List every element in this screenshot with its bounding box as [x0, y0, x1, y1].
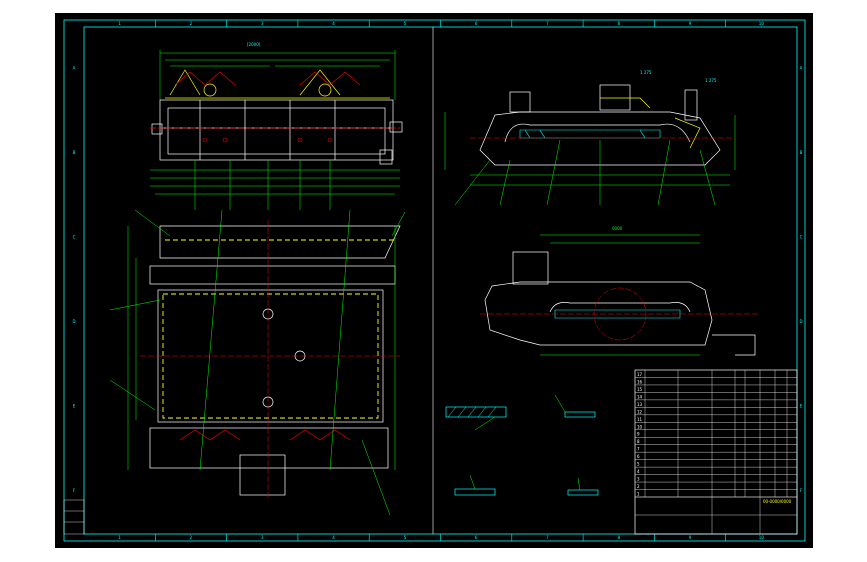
side-section-view: 1 275 1 275	[444, 70, 736, 206]
zone-label-right: D	[799, 319, 802, 324]
side-view-label-1: 1 275	[640, 70, 652, 75]
plan-view	[109, 209, 406, 516]
zone-label-bottom: 7	[546, 535, 549, 540]
zone-label-right: C	[800, 234, 803, 239]
front-view: [2000]	[150, 42, 403, 210]
zone-label-bottom: 3	[261, 535, 264, 540]
zone-label-top: 7	[546, 21, 549, 26]
front-view-title: [2000]	[247, 42, 261, 47]
detail-view: 0000	[480, 226, 760, 356]
zone-label-bottom: 5	[404, 535, 407, 540]
bom-row-number: 1	[637, 492, 640, 497]
zone-label-top: 4	[332, 21, 335, 26]
zone-label-bottom: 4	[332, 535, 335, 540]
zone-label-top: 10	[759, 21, 765, 26]
zone-label-left: B	[73, 150, 76, 155]
side-view-label-2: 1 275	[705, 78, 717, 83]
bom-row-number: 11	[637, 417, 643, 422]
zone-label-top: 9	[689, 21, 692, 26]
zone-label-top: 3	[261, 21, 264, 26]
zone-label-top: 6	[475, 21, 478, 26]
bom-row-number: 2	[637, 484, 640, 489]
small-detail-views	[445, 394, 599, 496]
zone-label-right: A	[800, 65, 803, 70]
bom-row-number: 5	[637, 462, 640, 467]
bom-row-number: 3	[637, 477, 640, 482]
zone-label-left: D	[72, 319, 75, 324]
zone-label-left: A	[73, 65, 76, 70]
zone-label-top: 2	[190, 21, 193, 26]
zone-label-bottom: 1	[118, 535, 121, 540]
detail-view-label: 0000	[612, 226, 623, 231]
bom-row-number: 13	[637, 402, 643, 407]
zone-label-right: E	[800, 403, 803, 408]
zone-label-bottom: 9	[689, 535, 692, 540]
bom-row-number: 14	[637, 394, 643, 399]
zone-label-bottom: 6	[475, 535, 478, 540]
title-block: 00-0000/0000 17 16 15 14 13 12 11 10 9 8 7 6 5 4 3 2 1	[634, 369, 798, 535]
bom-row-number: 9	[637, 432, 640, 437]
zone-label-bottom: 2	[190, 535, 193, 540]
bom-row-number: 7	[637, 447, 640, 452]
zone-label-top: 1	[118, 21, 121, 26]
bom-row-number: 6	[637, 454, 640, 459]
zone-label-left: C	[73, 234, 76, 239]
zone-markers	[155, 20, 727, 541]
bom-row-number: 15	[637, 387, 643, 392]
drawing-sheet-background	[55, 13, 813, 548]
zone-label-bottom: 8	[617, 535, 620, 540]
zone-label-top: 5	[404, 21, 407, 26]
zone-label-top: 8	[617, 21, 620, 26]
zone-label-left: F	[73, 488, 76, 493]
bom-row-number: 10	[637, 424, 643, 429]
zone-label-right: B	[800, 150, 803, 155]
zone-label-bottom: 10	[759, 535, 765, 540]
zone-label-left: E	[73, 403, 76, 408]
bom-row-number: 4	[637, 469, 640, 474]
revision-box	[63, 499, 85, 535]
bom-row-number: 12	[637, 409, 643, 414]
drawing-number: 00-0000/0000	[763, 499, 792, 504]
bom-row-number: 8	[637, 439, 640, 444]
bom-row-number: 17	[637, 372, 643, 377]
zone-label-right: F	[800, 488, 803, 493]
bom-row-number: 16	[637, 379, 643, 384]
